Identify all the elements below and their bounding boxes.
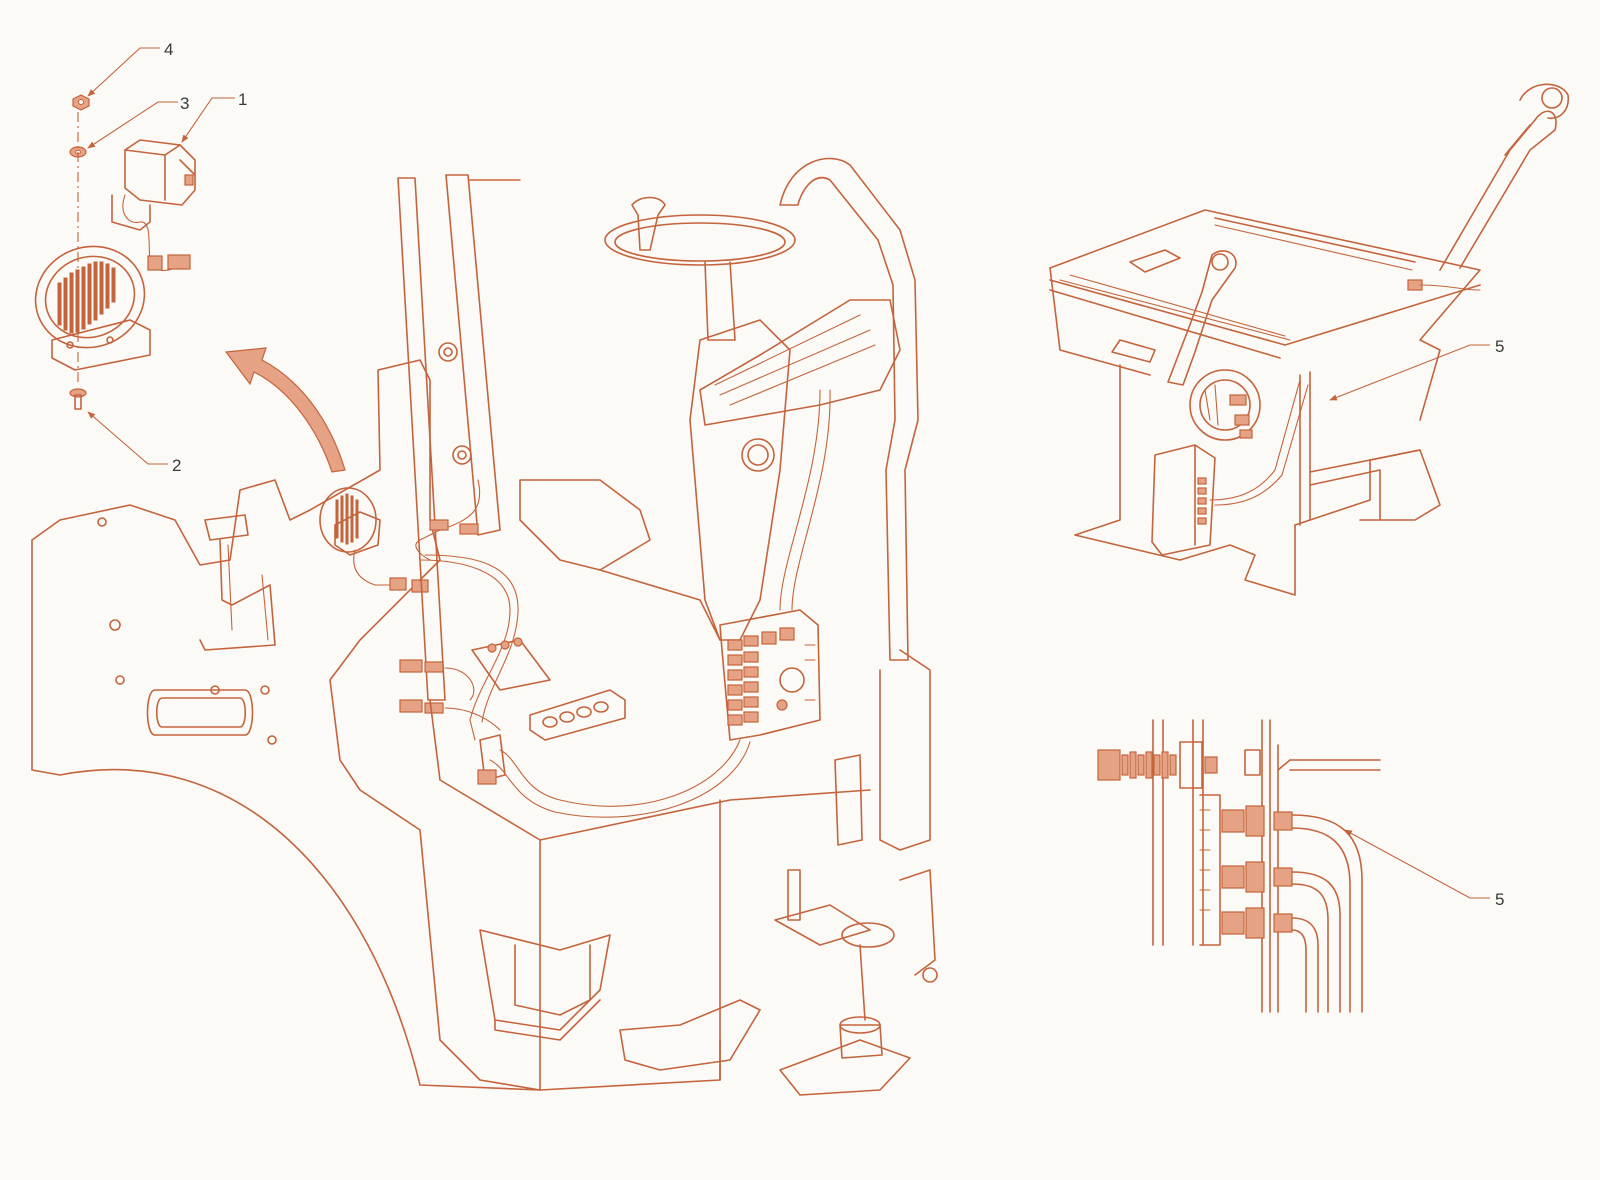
screw-part — [69, 388, 87, 410]
callout-1: 1 — [181, 90, 247, 143]
svg-text:1: 1 — [238, 90, 247, 109]
nut-part — [72, 94, 90, 111]
svg-text:3: 3 — [180, 94, 189, 113]
svg-text:5: 5 — [1495, 890, 1504, 909]
svg-text:5: 5 — [1495, 337, 1504, 356]
callout-5-detail: 5 — [1344, 829, 1504, 909]
machine-body-drawing — [31, 157, 938, 1096]
callout-2: 2 — [87, 411, 181, 475]
horn-relay-part — [111, 139, 196, 271]
svg-text:4: 4 — [164, 40, 173, 59]
seat-base-detail: 5 — [1049, 83, 1570, 596]
cable-routing-detail: 5 — [1097, 719, 1504, 1013]
horn-grille-part — [34, 245, 151, 371]
callout-3: 3 — [87, 94, 189, 149]
callout-5-seat: 5 — [1329, 337, 1504, 401]
callout-4: 4 — [87, 40, 173, 97]
relay-board — [719, 609, 821, 741]
svg-text:2: 2 — [172, 456, 181, 475]
horn-assembly-detail: 4 3 1 2 — [34, 40, 346, 475]
location-arrow — [224, 347, 346, 473]
